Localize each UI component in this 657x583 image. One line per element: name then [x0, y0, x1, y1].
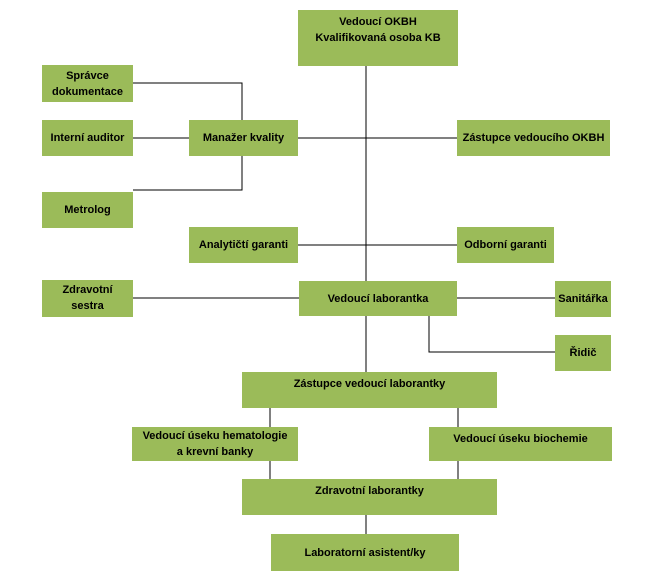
spravce-box: Správce dokumentace — [42, 65, 133, 102]
spravce-label: Správce dokumentace — [52, 69, 123, 98]
ridic-label: Řidič — [569, 347, 597, 359]
sestra-box: Zdravotní sestra — [42, 280, 133, 317]
head-okbh-box: Vedoucí OKBH Kvalifikovaná osoba KB — [298, 10, 458, 66]
odborni-label: Odborní garanti — [464, 239, 547, 251]
analyticti-box: Analytičtí garanti — [189, 227, 298, 263]
sanitarka-box: Sanitářka — [555, 281, 611, 317]
manazer-label: Manažer kvality — [202, 132, 285, 144]
spravce-connector — [133, 82, 243, 121]
manazer-box: Manažer kvality — [189, 120, 298, 156]
vedouci-lab-label: Vedoucí laborantka — [327, 292, 429, 305]
vedouci-lab-box: Vedoucí laborantka — [299, 281, 457, 316]
metrolog-connector — [133, 155, 243, 191]
zastupce-okbh-label: Zástupce vedoucího OKBH — [462, 132, 605, 144]
head-okbh-label: Vedoucí OKBH Kvalifikovaná osoba KB — [315, 16, 441, 44]
asistent-label: Laboratorní asistent/ky — [304, 546, 426, 559]
ridic-connector — [428, 316, 555, 353]
analyticti-label: Analytičtí garanti — [198, 239, 289, 251]
metrolog-label: Metrolog — [64, 204, 111, 216]
zastupce-lab-box: Zástupce vedoucí laborantky — [242, 372, 497, 408]
odborni-box: Odborní garanti — [457, 227, 554, 263]
zdravotni-lab-label: Zdravotní laborantky — [315, 485, 424, 497]
zastupce-lab-label: Zástupce vedoucí laborantky — [293, 378, 446, 390]
biochemie-box: Vedoucí úseku biochemie — [429, 427, 612, 461]
zdravotni-lab-box: Zdravotní laborantky — [242, 479, 497, 515]
sanitarka-label: Sanitářka — [558, 293, 608, 305]
hematologie-label: Vedoucí úseku hematologie a krevní banky — [142, 430, 288, 458]
ridic-box: Řidič — [555, 335, 611, 371]
biochemie-label: Vedoucí úseku biochemie — [453, 433, 588, 445]
zastupce-okbh-box: Zástupce vedoucího OKBH — [457, 120, 610, 156]
hematologie-box: Vedoucí úseku hematologie a krevní banky — [132, 427, 298, 461]
auditor-box: Interní auditor — [42, 120, 133, 156]
asistent-box: Laboratorní asistent/ky — [271, 534, 459, 571]
auditor-label: Interní auditor — [50, 132, 125, 144]
metrolog-box: Metrolog — [42, 192, 133, 228]
sestra-label: Zdravotní sestra — [62, 284, 113, 312]
